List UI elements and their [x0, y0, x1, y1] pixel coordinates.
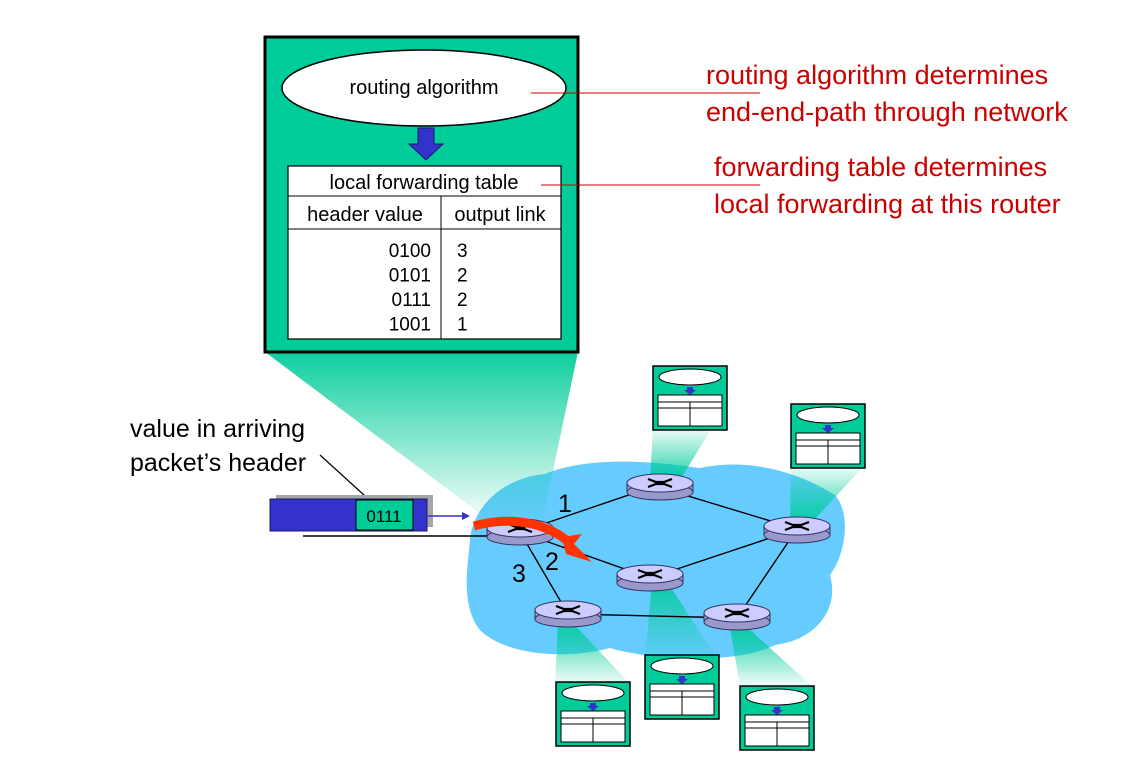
link-r0-r4 — [519, 531, 569, 615]
forwarding-arrow-tip — [560, 530, 592, 562]
link-label-2: 2 — [545, 548, 559, 576]
link-label-3: 3 — [512, 560, 526, 588]
router-right — [762, 515, 832, 545]
mini-beam-bottommid — [645, 583, 716, 657]
router-box-beam — [265, 352, 578, 518]
mini-beam-top — [650, 428, 712, 480]
forwarding-annotation-line1: forwarding table determines — [714, 152, 1047, 182]
forwarding-table: local forwarding table header value outp… — [287, 165, 562, 340]
mini-beam-topright — [790, 466, 864, 522]
table-row-header-value: 1001 — [389, 315, 431, 336]
table-row-output-link: 1 — [457, 315, 468, 336]
router-middle — [615, 563, 685, 593]
routing-annotation-line1: routing algorithm determines — [706, 60, 1048, 90]
routing-algorithm-oval — [281, 49, 567, 127]
mini-beam-bottomright — [730, 628, 812, 686]
router-top — [625, 472, 695, 502]
down-arrow-icon — [407, 127, 445, 161]
router-bottomleft — [533, 599, 603, 629]
routing-algorithm-label: routing algorithm — [350, 77, 499, 99]
column-output-link: output link — [454, 204, 546, 226]
packet-annotation-line1: value in arriving — [130, 415, 305, 443]
table-row-output-link: 3 — [457, 241, 468, 262]
link-label-1: 1 — [558, 490, 572, 518]
packet-header-value: 0111 — [366, 507, 401, 526]
mini-table-bottomleft — [555, 681, 631, 747]
link-r2-r5 — [736, 528, 798, 619]
mini-table-bottomright — [739, 685, 815, 751]
forwarding-table-title: local forwarding table — [330, 172, 519, 194]
routing-annotation-line2: end-end-path through network — [706, 97, 1068, 127]
table-row-header-value: 0111 — [392, 290, 431, 311]
packet-header — [355, 499, 414, 531]
mini-table-topright — [790, 403, 866, 469]
mini-table-bottommid — [644, 654, 720, 720]
mini-table-top — [652, 365, 728, 431]
arriving-packet: 0111 — [269, 495, 433, 532]
packet-arrow-tip — [462, 512, 470, 520]
column-header-value: header value — [307, 204, 423, 226]
table-row-header-value: 0101 — [389, 266, 431, 287]
router-bottomright — [702, 602, 772, 632]
table-row-output-link: 2 — [457, 266, 468, 287]
packet-annotation-line2: packet’s header — [130, 449, 306, 477]
table-row-output-link: 2 — [457, 290, 468, 311]
forwarding-annotation-line2: local forwarding at this router — [714, 189, 1061, 219]
mini-beam-bottomleft — [555, 622, 630, 684]
table-row-header-value: 0100 — [389, 241, 431, 262]
